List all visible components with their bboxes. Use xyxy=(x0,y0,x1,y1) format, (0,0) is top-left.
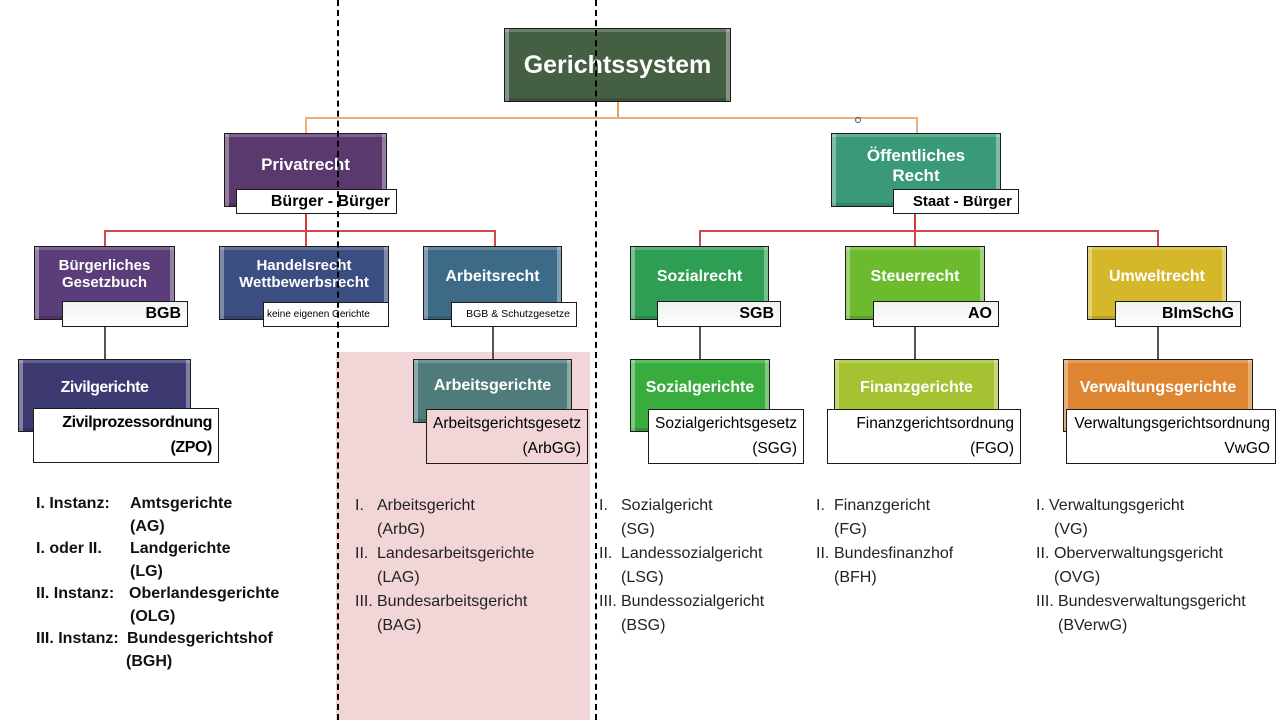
instance-row: III.Bundesverwaltungsgericht xyxy=(1036,593,1246,610)
instance-row: I.Finanzgericht xyxy=(816,497,931,514)
law-label-verwaltungsgerichte: Verwaltungsgerichtsordnung VwGO xyxy=(1066,409,1276,464)
law-label-arbeitsgerichte: Arbeitsgerichtsgesetz (ArbGG) xyxy=(426,409,588,464)
law-label-zivilgerichte: Zivilprozessordnung (ZPO) xyxy=(33,408,219,463)
relation-label-public: Staat - Bürger xyxy=(893,189,1019,214)
instance-row: II.Bundesfinanzhof xyxy=(816,545,954,562)
connector-top-horizontal xyxy=(305,117,917,119)
instance-row: II. Instanz:Oberlandesgerichte xyxy=(36,585,280,602)
instance-list-zivil: I. Instanz:Amtsgerichte (AG) I. oder II.… xyxy=(36,495,280,670)
instance-row: III.Bundesarbeitsgericht xyxy=(355,593,528,610)
law-label-arbeitsrecht: BGB & Schutzgesetze xyxy=(451,302,577,327)
connector-public-horizontal xyxy=(699,230,1159,232)
law-label-steuerrecht: AO xyxy=(873,301,999,327)
instance-row: I.Verwaltungsgericht xyxy=(1036,497,1185,514)
law-label-sozialrecht: SGB xyxy=(657,301,781,327)
connector-bgb-zivil xyxy=(104,326,106,360)
connector-private-left xyxy=(104,230,106,247)
root-node-gerichtssystem[interactable]: Gerichtssystem xyxy=(504,28,731,102)
instance-list-arbeit: I.Arbeitsgericht (ArbG) II.Landesarbeits… xyxy=(355,494,534,638)
instance-list-verwaltung: I.Verwaltungsgericht (VG) II.Oberverwalt… xyxy=(1036,494,1246,638)
instance-row: III. Instanz:Bundesgerichtshof xyxy=(36,630,273,647)
connector-private-stem xyxy=(305,213,307,231)
connector-root-stem xyxy=(617,102,619,118)
branch-label-privatrecht: Privatrecht xyxy=(261,155,350,175)
connector-private-right xyxy=(494,230,496,247)
root-title: Gerichtssystem xyxy=(523,50,712,79)
connector-public-mid xyxy=(914,230,916,247)
connector-umwelt-court xyxy=(1157,326,1159,359)
instance-list-finanz: I.Finanzgericht (FG) II.Bundesfinanzhof … xyxy=(816,494,953,590)
connector-top-right xyxy=(916,117,918,133)
instance-row: I.Arbeitsgericht xyxy=(355,497,475,514)
instance-row: I. oder II.Landgerichte xyxy=(36,540,231,557)
dashed-guide-right xyxy=(595,0,597,720)
connector-private-horizontal xyxy=(104,230,496,232)
connector-public-stem xyxy=(914,213,916,231)
connector-steuer-court xyxy=(914,326,916,359)
law-label-finanzgerichte: Finanzgerichtsordnung (FGO) xyxy=(827,409,1021,464)
handle-dot xyxy=(855,117,861,123)
relation-label-private: Bürger - Bürger xyxy=(236,189,397,214)
connector-public-right xyxy=(1157,230,1159,247)
dashed-guide-left xyxy=(337,0,339,720)
instance-row: II.Oberverwaltungsgericht xyxy=(1036,545,1223,562)
law-label-umweltrecht: BImSchG xyxy=(1115,301,1241,327)
connector-sozial-court xyxy=(699,326,701,359)
instance-row: III.Bundessozialgericht xyxy=(599,593,765,610)
branch-label-line1: Öffentliches xyxy=(866,146,966,166)
instance-row: I. Instanz:Amtsgerichte xyxy=(36,495,233,512)
connector-top-left xyxy=(305,117,307,133)
branch-label-line2: Recht xyxy=(892,166,940,185)
instance-row: II.Landessozialgericht xyxy=(599,545,763,562)
law-label-bgb: BGB xyxy=(62,301,188,327)
connector-public-left xyxy=(699,230,701,247)
connector-arbeit-court xyxy=(492,326,494,359)
instance-row: I.Sozialgericht xyxy=(599,497,713,514)
law-label-sozialgerichte: Sozialgerichtsgesetz (SGG) xyxy=(648,409,804,464)
law-label-handelsrecht: keine eigenen Gerichte xyxy=(263,302,389,327)
instance-list-sozial: I.Sozialgericht (SG) II.Landessozialgeri… xyxy=(599,494,764,638)
connector-private-mid xyxy=(305,230,307,247)
instance-row: II.Landesarbeitsgerichte xyxy=(355,545,535,562)
